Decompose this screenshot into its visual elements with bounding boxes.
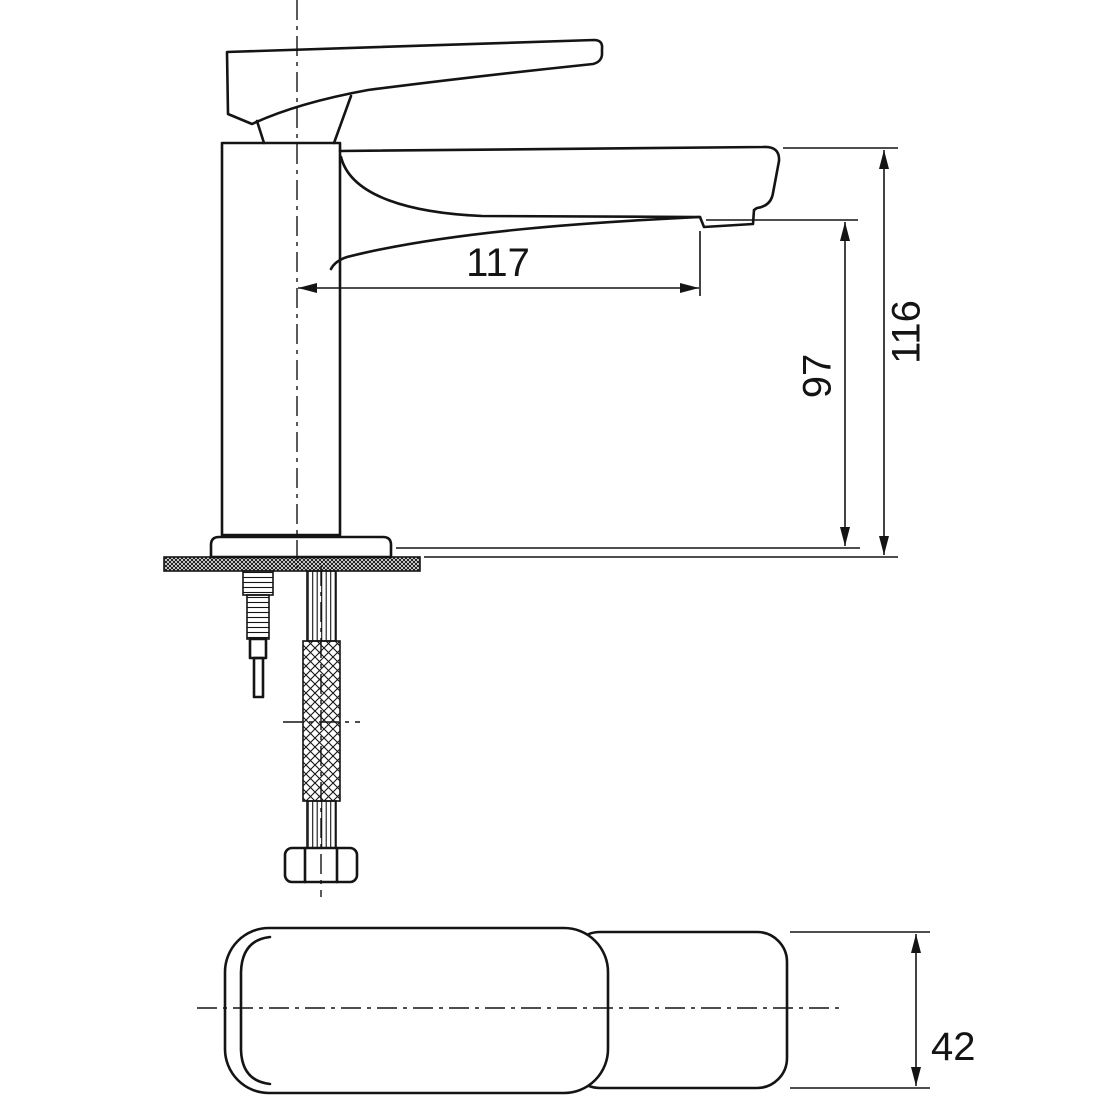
mounting-stud-collar <box>248 637 268 660</box>
spout-inner-curve <box>339 155 702 219</box>
arrowhead-right <box>680 283 699 293</box>
arrowhead-up <box>911 934 921 953</box>
dimension-overall-height: 116 <box>424 147 929 558</box>
mounting-stud-pin <box>252 656 265 699</box>
hose-nut-facets <box>303 846 339 884</box>
faucet-side-view <box>163 38 781 884</box>
topview-handle <box>223 926 610 1095</box>
centerlines <box>197 0 845 1009</box>
faucet-top-view <box>223 926 789 1095</box>
mounting-stud-thread-lower <box>246 594 270 640</box>
arrowhead-down <box>879 536 889 555</box>
dimension-overall-height-label: 116 <box>885 300 929 364</box>
dimension-spout-height: 97 <box>396 219 860 549</box>
arrowhead-down <box>911 1067 921 1086</box>
gasket <box>163 556 421 572</box>
dimension-handle-depth: 42 <box>790 931 976 1089</box>
dimension-spout-height-label: 97 <box>796 354 840 399</box>
base-plate <box>209 535 393 559</box>
topview-handle-inner-edge <box>239 935 272 1086</box>
arrowhead-up <box>879 150 889 169</box>
handle-neck <box>255 94 353 145</box>
arrowhead-left <box>298 283 317 293</box>
dimension-spout-reach-label: 117 <box>466 241 530 285</box>
faucet-body <box>220 141 342 537</box>
handle-lever <box>225 38 604 126</box>
dimension-handle-depth-label: 42 <box>931 1025 976 1069</box>
arrowhead-down <box>840 527 850 546</box>
arrowhead-up <box>840 222 850 241</box>
mounting-stud-thread-upper <box>242 570 274 596</box>
spout-outline <box>329 145 781 271</box>
dimension-spout-reach: 117 <box>298 231 701 296</box>
